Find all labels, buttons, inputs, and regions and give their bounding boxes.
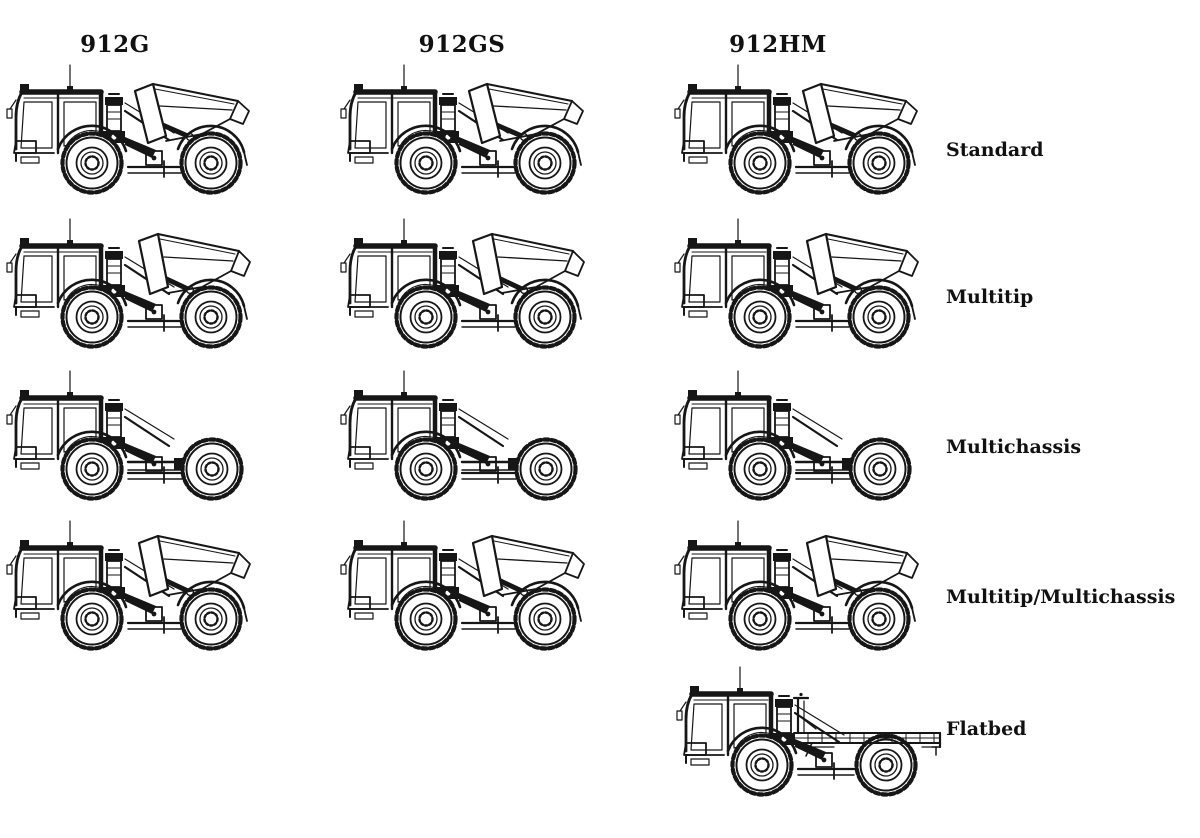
truck-912hm-multitip (674, 215, 924, 355)
truck-912gs-standard (340, 61, 590, 201)
truck-912hm-multichassis (674, 367, 924, 507)
truck-line-drawing (340, 61, 590, 201)
truck-line-drawing (6, 215, 256, 355)
truck-line-drawing (340, 367, 590, 507)
column-header-912gs: 912GS (418, 31, 506, 58)
row-label-multichassis: Multichassis (946, 436, 1082, 458)
truck-line-drawing (674, 517, 924, 657)
column-header-912hm: 912HM (729, 31, 827, 58)
truck-912gs-multitip-multichassis (340, 517, 590, 657)
truck-912hm-flatbed (676, 663, 956, 803)
truck-line-drawing (340, 517, 590, 657)
truck-line-drawing (340, 215, 590, 355)
truck-912g-multichassis (6, 367, 256, 507)
truck-912g-multitip (6, 215, 256, 355)
truck-line-drawing (676, 663, 956, 803)
column-header-912g: 912G (80, 31, 150, 58)
truck-line-drawing (6, 517, 256, 657)
truck-912gs-multichassis (340, 367, 590, 507)
truck-912hm-standard (674, 61, 924, 201)
truck-912gs-multitip (340, 215, 590, 355)
truck-912g-multitip-multichassis (6, 517, 256, 657)
truck-line-drawing (674, 61, 924, 201)
row-label-flatbed: Flatbed (946, 718, 1027, 740)
row-label-multitip-multichassis: Multitip/Multichassis (946, 586, 1176, 608)
truck-line-drawing (674, 215, 924, 355)
truck-line-drawing (674, 367, 924, 507)
truck-912g-standard (6, 61, 256, 201)
truck-912hm-multitip-multichassis (674, 517, 924, 657)
row-label-multitip: Multitip (946, 286, 1034, 308)
row-label-standard: Standard (946, 139, 1044, 161)
truck-line-drawing (6, 61, 256, 201)
truck-line-drawing (6, 367, 256, 507)
